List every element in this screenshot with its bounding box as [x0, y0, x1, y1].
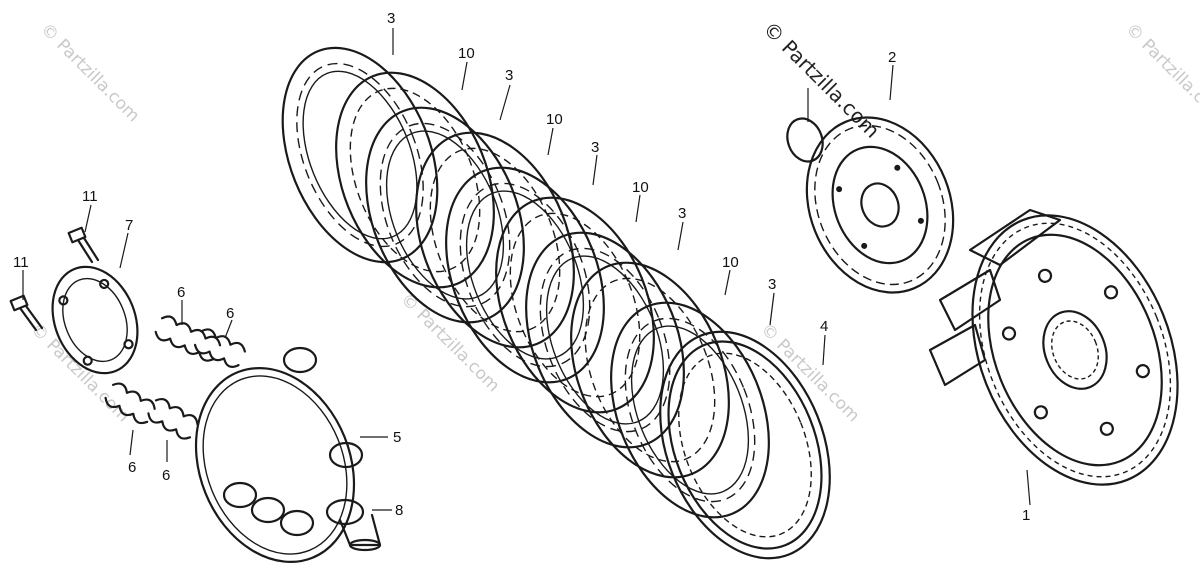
callout-5: 5 — [393, 429, 401, 446]
clutch-outer — [928, 208, 1179, 486]
callout-6-b: 6 — [226, 305, 234, 322]
callout-10-a: 10 — [458, 45, 475, 62]
clutch-spring-1 — [154, 315, 222, 362]
friction-disc-2 — [365, 106, 525, 324]
callout-10-d: 10 — [722, 254, 739, 271]
watermark-bottom-left: © Partzilla.com — [26, 319, 133, 426]
clutch-plate-1 — [335, 71, 495, 289]
clutch-spring-2 — [193, 328, 246, 368]
friction-disc-5 — [610, 301, 770, 519]
clutch-spring-3 — [104, 382, 156, 425]
callout-3-b: 3 — [505, 67, 513, 84]
callout-7: 7 — [125, 217, 133, 234]
bolt-lower — [9, 294, 44, 332]
callout-6-c: 6 — [128, 459, 136, 476]
callout-3-a: 3 — [387, 10, 395, 27]
friction-disc-4 — [525, 231, 685, 449]
watermark-left: © Partzilla.com — [36, 19, 143, 126]
callout-6-d: 6 — [162, 467, 170, 484]
callout-11-b: 11 — [13, 254, 29, 271]
lifter-rod — [325, 498, 382, 552]
callout-1: 1 — [1022, 507, 1030, 524]
callout-3-d: 3 — [678, 205, 686, 222]
watermark-right: © Partzilla.com — [1121, 19, 1200, 126]
callout-6-a: 6 — [177, 284, 185, 301]
callout-4: 4 — [820, 318, 828, 335]
callout-2: 2 — [888, 49, 896, 66]
callout-3-e: 3 — [768, 276, 776, 293]
leader-lines — [22, 28, 1031, 511]
watermark-main: © Partzilla.com — [758, 17, 884, 143]
watermark-layer: © Partzilla.com © Partzilla.com © Partzi… — [26, 17, 1200, 427]
lifter-plate — [194, 346, 364, 563]
clutch-plate-2 — [415, 131, 575, 349]
bearing-plate — [51, 265, 139, 375]
friction-disc-1 — [281, 46, 439, 264]
callout-10-c: 10 — [632, 179, 649, 196]
callout-3-c: 3 — [591, 139, 599, 156]
callout-8: 8 — [395, 502, 403, 519]
callout-11-a: 11 — [82, 188, 98, 205]
bolt-upper — [67, 226, 100, 264]
plate-stack — [281, 46, 831, 560]
friction-disc-3 — [445, 166, 605, 384]
callouts: 3 10 3 10 3 10 3 10 3 4 2 1 11 11 7 6 6 … — [13, 10, 1030, 524]
watermark-mid2: © Partzilla.com — [756, 319, 863, 426]
callout-10-b: 10 — [546, 111, 563, 128]
pressure-plate — [659, 330, 831, 560]
clutch-center — [786, 116, 955, 294]
clutch-spring-4 — [147, 397, 199, 440]
